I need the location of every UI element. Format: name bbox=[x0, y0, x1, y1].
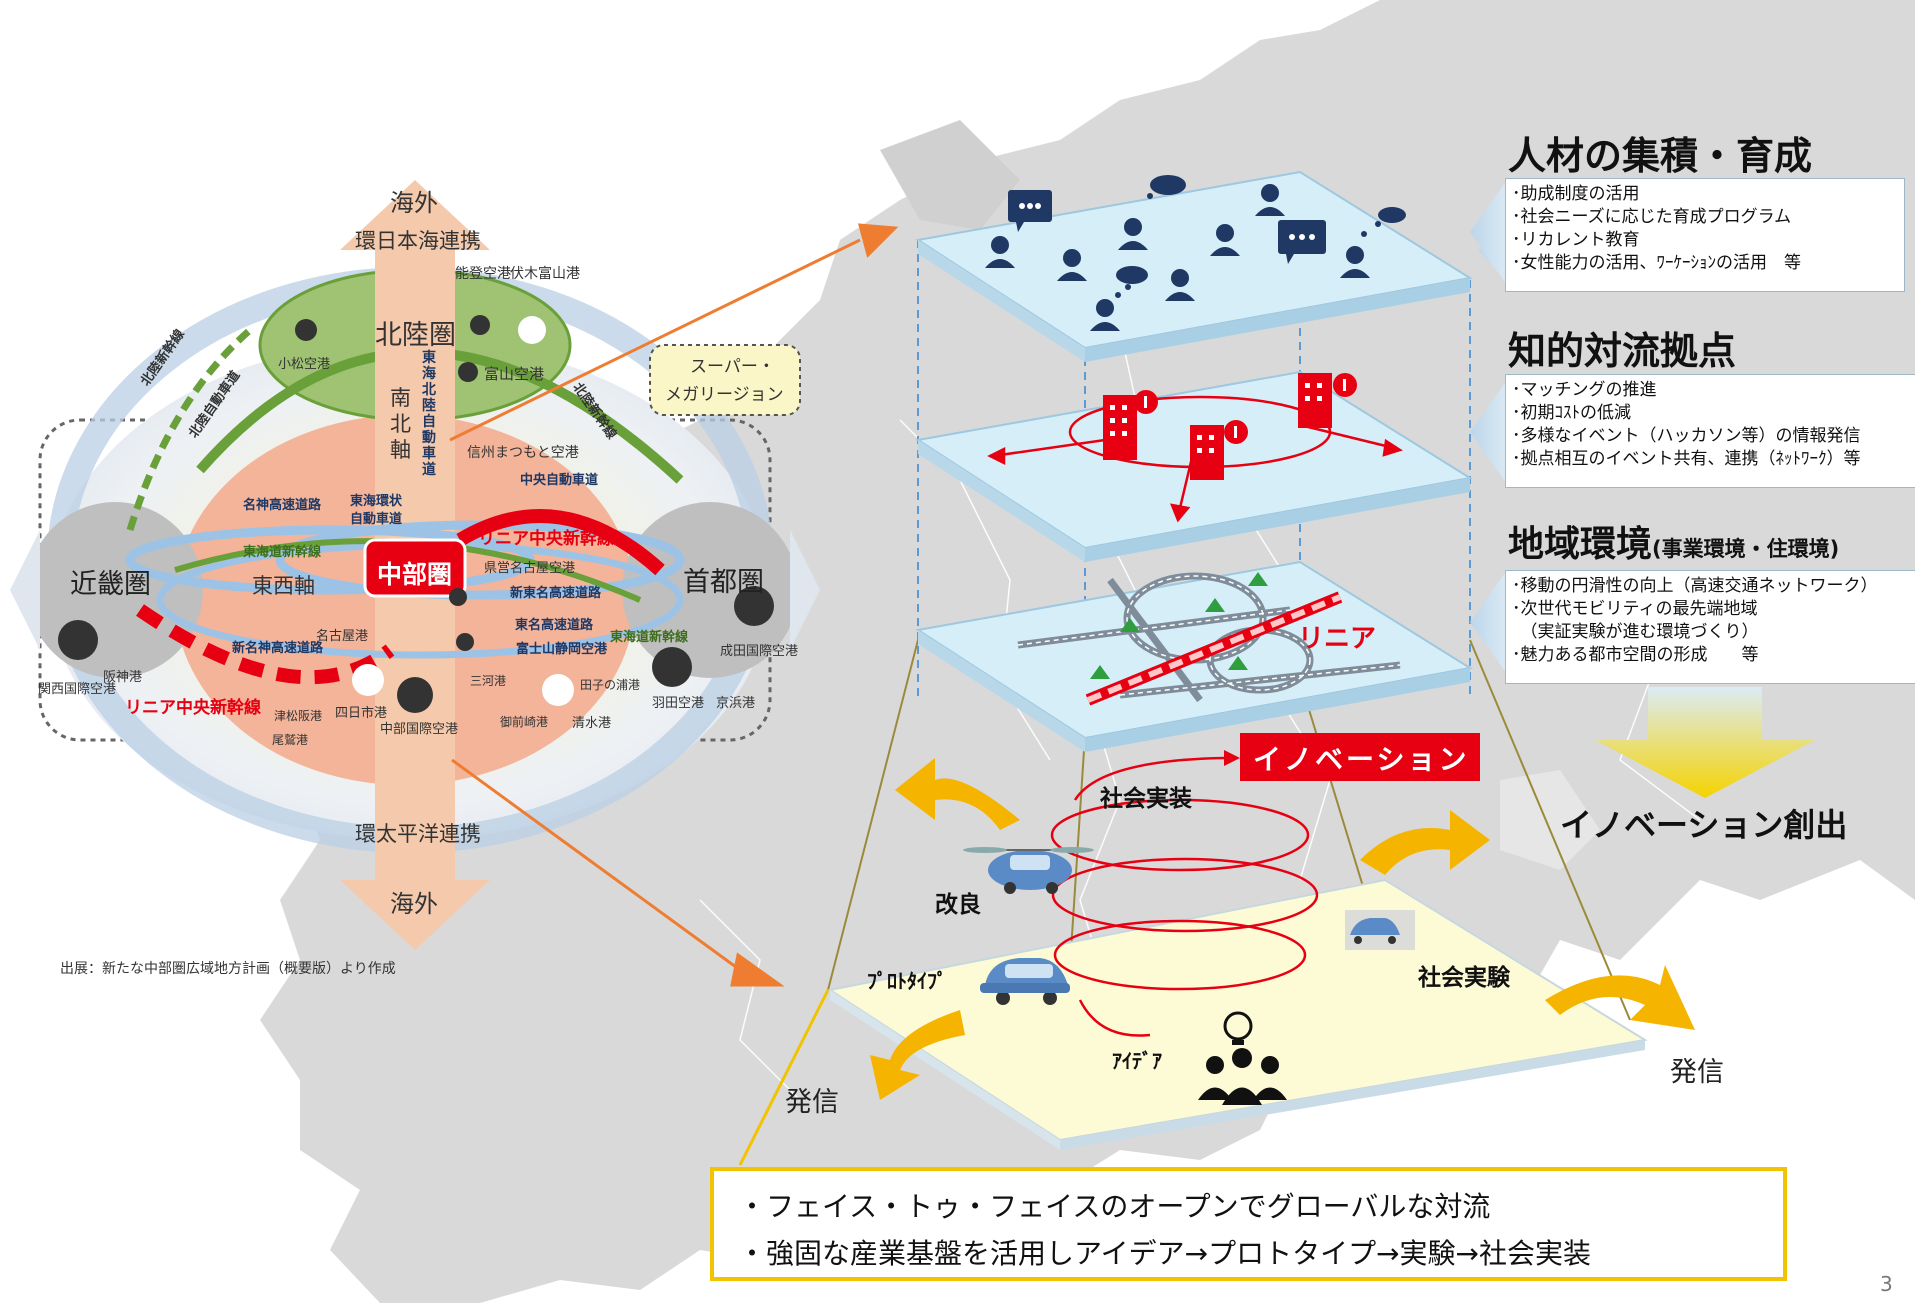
map-label-tokai-hokuriku: 東海北陸自動車道 bbox=[422, 350, 436, 478]
map-label-komatsu: 小松空港 bbox=[278, 357, 331, 372]
map-label-centrair: 中部国際空港 bbox=[380, 722, 459, 737]
map-label-hanshin: 阪神港 bbox=[103, 670, 143, 685]
kairyo-label: 改良 bbox=[935, 892, 981, 918]
map-label-tokai-kanjo-1: 東海環状 bbox=[350, 494, 403, 509]
shakai-jisso-label: 社会実装 bbox=[1100, 786, 1192, 812]
chiiki-box: ･移動の円滑性の向上（高速交通ネットワーク） ･次世代モビリティの最先端地域 （… bbox=[1505, 570, 1915, 684]
map-label-nanboku: 南北軸 bbox=[390, 386, 411, 462]
map-label-meishin: 名神高速道路 bbox=[243, 498, 322, 513]
map-label-tagonoura: 田子の浦港 bbox=[580, 678, 641, 692]
map-label-haneda: 羽田空港 bbox=[652, 696, 705, 711]
map-label-kaigai-bottom: 海外 bbox=[390, 890, 438, 918]
map-label-tokai-kanjo-2: 自動車道 bbox=[350, 512, 403, 527]
chiiki-title-main: 地域環境 bbox=[1508, 524, 1653, 565]
map-label-kansai-air: 関西国際空港 bbox=[38, 682, 117, 697]
map-label-shimizu: 清水港 bbox=[572, 716, 612, 731]
map-label-chuo-jidosha: 中央自動車道 bbox=[520, 473, 599, 488]
map-label-kinki: 近畿圏 bbox=[70, 569, 151, 600]
chiteki-item: ･拠点相互のイベント共有、連携（ﾈｯﾄﾜｰｸ）等 bbox=[1512, 449, 1861, 469]
chiteki-item: ･マッチングの推進 bbox=[1512, 380, 1657, 400]
map-label-linear-chuo-l: リニア中央新幹線 bbox=[125, 698, 261, 718]
chiteki-box: ･マッチングの推進 ･初期ｺｽﾄの低減 ･多様なイベント（ハッカソン等）の情報発… bbox=[1505, 374, 1915, 488]
chiiki-item: ･移動の円滑性の向上（高速交通ネットワーク） bbox=[1512, 576, 1878, 596]
map-label-kan-taiheiyo: 環太平洋連携 bbox=[355, 822, 481, 846]
map-label-shin-tomei: 新東名高速道路 bbox=[510, 586, 602, 601]
map-label-super-mega-1: スーパー・ bbox=[690, 357, 775, 377]
map-label-kan-nihonkai: 環日本海連携 bbox=[355, 229, 481, 253]
hasshin-left-label: 発信 bbox=[785, 1087, 839, 1118]
chiiki-title-sub: (事業環境・住環境) bbox=[1652, 537, 1840, 561]
jinzai-title: 人材の集積・育成 bbox=[1508, 134, 1813, 178]
map-label-chubu: 中部圏 bbox=[377, 560, 453, 589]
map-label-tomei: 東名高速道路 bbox=[515, 618, 594, 633]
map-label-narita: 成田国際空港 bbox=[720, 644, 799, 659]
summary-line-1: ・フェイス・トゥ・フェイスのオープンでグローバルな対流 bbox=[738, 1190, 1491, 1223]
map-label-kenei-nagoya: 県営名古屋空港 bbox=[484, 561, 576, 576]
idea-label: ｱｲﾃﾞｱ bbox=[1112, 1049, 1162, 1073]
map-label-toyama: 富山空港 bbox=[484, 365, 545, 383]
page-number: 3 bbox=[1880, 1272, 1893, 1296]
map-label-nagoya-port: 名古屋港 bbox=[316, 629, 369, 644]
linear-label: リニア bbox=[1298, 624, 1377, 654]
map-label-super-mega-2: メガリージョン bbox=[665, 385, 784, 405]
chubu-region-map bbox=[10, 180, 820, 950]
chiiki-title: 地域環境(事業環境・住環境) bbox=[1508, 515, 1839, 567]
chiteki-item: ･初期ｺｽﾄの低減 bbox=[1512, 403, 1631, 423]
map-label-tokaido-l: 東海道新幹線 bbox=[243, 545, 322, 560]
jinzai-item: ･リカレント教育 bbox=[1512, 230, 1640, 250]
map-label-shuto: 首都圏 bbox=[683, 567, 764, 598]
map-label-keihin: 京浜港 bbox=[716, 696, 756, 711]
prototype-label: ﾌﾟﾛﾄﾀｲﾌﾟ bbox=[867, 969, 947, 993]
map-label-noto: 能登空港 bbox=[455, 266, 511, 282]
chiiki-item: （実証実験が進む環境づくり） bbox=[1512, 622, 1759, 642]
map-label-fushiki: 伏木富山港 bbox=[510, 266, 580, 282]
map-label-fujisan: 富士山静岡空港 bbox=[516, 642, 608, 657]
chiteki-title: 知的対流拠点 bbox=[1508, 329, 1737, 373]
innovation-badge bbox=[1240, 733, 1480, 781]
jinzai-box: ･助成制度の活用 ･社会ニーズに応じた育成プログラム ･リカレント教育 ･女性能… bbox=[1505, 178, 1905, 292]
innovation-sosyutsu: イノベーション創出 bbox=[1560, 806, 1848, 844]
chiiki-item: ･次世代モビリティの最先端地域 bbox=[1512, 599, 1758, 619]
map-label-hokuriku: 北陸圏 bbox=[375, 320, 456, 351]
summary-line-2: ・強固な産業基盤を活用しアイデア→プロトタイプ→実験→社会実装 bbox=[738, 1237, 1591, 1270]
map-label-tokaido-r: 東海道新幹線 bbox=[610, 630, 689, 645]
innovation-badge-label: イノベーション bbox=[1253, 743, 1470, 776]
shakai-jikken-label: 社会実験 bbox=[1418, 965, 1510, 991]
map-label-tsumatsuzaka: 津松阪港 bbox=[274, 709, 323, 723]
chiiki-item: ･魅力ある都市空間の形成 等 bbox=[1512, 645, 1759, 665]
map-label-shin-meishin: 新名神高速道路 bbox=[232, 641, 324, 656]
map-label-kaigai-top: 海外 bbox=[390, 189, 438, 217]
map-label-owase: 尾鷲港 bbox=[272, 733, 309, 747]
map-label-touzai: 東西軸 bbox=[252, 574, 315, 598]
source-note: 出展：新たな中部圏広域地方計画（概要版）より作成 bbox=[60, 961, 396, 977]
map-label-mikawa: 三河港 bbox=[470, 674, 507, 688]
chiteki-item: ･多様なイベント（ハッカソン等）の情報発信 bbox=[1512, 426, 1861, 446]
jinzai-item: ･女性能力の活用、ﾜｰｹｰｼｮﾝの活用 等 bbox=[1512, 253, 1801, 273]
hasshin-right-label: 発信 bbox=[1670, 1057, 1724, 1088]
map-label-yokkaichi: 四日市港 bbox=[335, 706, 388, 721]
jinzai-item: ･助成制度の活用 bbox=[1512, 184, 1640, 204]
summary-box: ・フェイス・トゥ・フェイスのオープンでグローバルな対流 ・強固な産業基盤を活用し… bbox=[710, 1167, 1787, 1281]
map-label-omaezaki: 御前崎港 bbox=[500, 715, 549, 729]
jinzai-item: ･社会ニーズに応じた育成プログラム bbox=[1512, 207, 1792, 227]
map-label-linear-chuo-r: リニア中央新幹線 bbox=[478, 529, 614, 549]
map-label-shinshu: 信州まつもと空港 bbox=[467, 445, 579, 461]
